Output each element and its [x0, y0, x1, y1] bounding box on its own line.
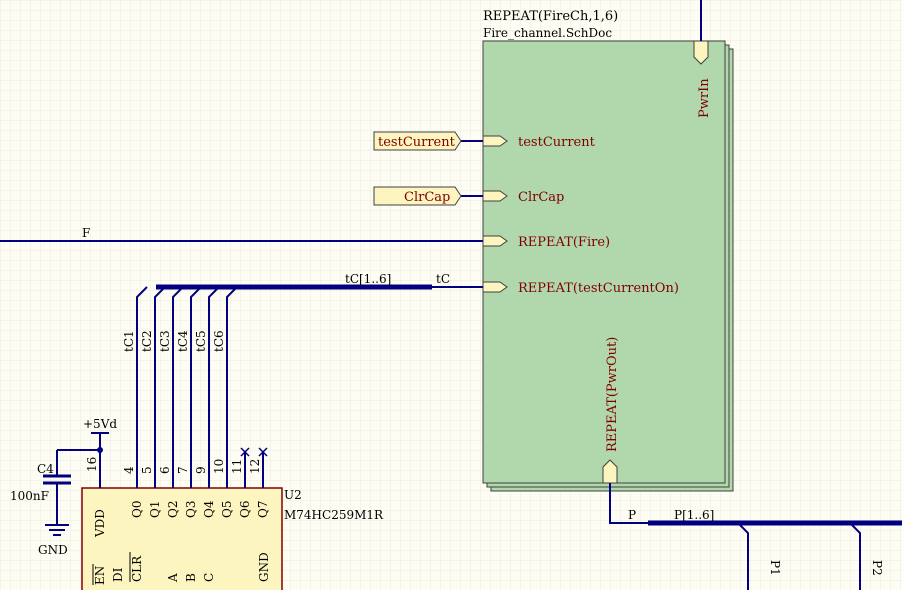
- sheet-entry-clrcap[interactable]: [482, 190, 508, 202]
- net-label-p[interactable]: P: [628, 508, 636, 522]
- sheet-filename[interactable]: Fire_channel.SchDoc: [483, 26, 612, 40]
- ic-pin-name-vdd: VDD: [93, 509, 107, 538]
- port-testcurrent-label: testCurrent: [378, 135, 456, 150]
- ic-pin-number-9: 9: [194, 466, 208, 474]
- net-label-p2[interactable]: P2: [870, 560, 884, 576]
- ic-pin-number-16: 16: [85, 457, 99, 472]
- capacitor-value[interactable]: 100nF: [10, 489, 49, 503]
- sheet-entry-fire-label: REPEAT(Fire): [518, 235, 610, 250]
- wire-p1[interactable]: [737, 522, 749, 590]
- ic-u2-body[interactable]: [81, 487, 283, 590]
- net-label-tc5[interactable]: tC5: [194, 330, 208, 352]
- ground-label: GND: [38, 543, 68, 557]
- capacitor-designator[interactable]: C4: [37, 462, 54, 476]
- port-testcurrent[interactable]: [373, 131, 462, 151]
- net-label-tc4[interactable]: tC4: [176, 330, 190, 352]
- port-clrcap[interactable]: [373, 186, 462, 206]
- no-connect-markers: [240, 447, 268, 457]
- ic-pin-number-7: 7: [176, 466, 190, 474]
- net-label-p1[interactable]: P1: [768, 560, 782, 576]
- sheet-designator[interactable]: REPEAT(FireCh,1,6): [483, 9, 618, 24]
- ic-pin-number-5: 5: [140, 466, 154, 474]
- capacitor-c4[interactable]: [43, 450, 71, 525]
- sheet-entry-testcurrent[interactable]: [482, 135, 508, 147]
- net-label-tc2[interactable]: tC2: [140, 330, 154, 352]
- ic-pin-name-en: EN: [93, 566, 107, 585]
- wire-tc4[interactable]: [190, 286, 202, 480]
- sheet-entry-pwrin-label: PwrIn: [697, 78, 712, 118]
- sheet-body[interactable]: [482, 40, 726, 484]
- net-label-tc[interactable]: tC: [436, 272, 450, 286]
- ic-pin-name-q0: Q0: [130, 501, 144, 518]
- wire-p[interactable]: [609, 483, 648, 524]
- net-label-tc1[interactable]: tC1: [122, 330, 136, 352]
- ic-pin-name-q2: Q2: [166, 501, 180, 518]
- ic-pin-name-c: C: [202, 573, 216, 582]
- ic-pin-name-gnd: GND: [257, 552, 271, 582]
- ic-pin-name-q1: Q1: [148, 501, 162, 518]
- ic-part-number[interactable]: M74HC259M1R: [284, 508, 384, 522]
- ic-pin-name-q3: Q3: [184, 501, 198, 518]
- wire-tc2[interactable]: [154, 286, 166, 480]
- sheet-entry-pwrout-label: REPEAT(PwrOut): [605, 337, 620, 452]
- sheet-entry-testcurrenton-label: REPEAT(testCurrentOn): [518, 281, 679, 296]
- sheet-entry-testcurrenton[interactable]: [482, 281, 508, 293]
- ic-pin-name-q6: Q6: [238, 501, 252, 518]
- power-label-vdd: +5Vd: [83, 417, 117, 431]
- ic-pin-name-q5: Q5: [220, 501, 234, 518]
- port-clrcap-label: ClrCap: [404, 190, 450, 205]
- ic-pin-name-clr: CLR: [130, 555, 144, 582]
- ic-pin-number-4: 4: [122, 466, 136, 474]
- sheet-entry-pwrin[interactable]: [693, 40, 709, 65]
- wire-p2[interactable]: [849, 522, 861, 590]
- net-label-f[interactable]: F: [82, 226, 90, 240]
- ic-pin-number-12: 12: [248, 459, 262, 474]
- ic-pin-name-di: DI: [111, 567, 125, 582]
- net-label-tc-bus[interactable]: tC[1..6]: [345, 272, 391, 286]
- net-label-tc3[interactable]: tC3: [158, 330, 172, 352]
- wire-tc5[interactable]: [208, 286, 220, 480]
- ic-pin-name-q7: Q7: [256, 501, 270, 518]
- ic-pin-number-11: 11: [230, 459, 244, 474]
- sheet-entry-fire[interactable]: [482, 235, 508, 247]
- ground-symbol[interactable]: [45, 524, 69, 536]
- sheet-entry-pwrout[interactable]: [602, 459, 618, 484]
- wire-tc1[interactable]: [136, 286, 148, 480]
- net-label-p-bus[interactable]: P[1..6]: [674, 508, 714, 522]
- sheet-symbol[interactable]: [482, 40, 734, 492]
- ic-designator[interactable]: U2: [284, 488, 302, 502]
- ic-pin-name-q4: Q4: [202, 500, 216, 518]
- ic-pin-number-6: 6: [158, 466, 172, 474]
- sheet-entry-testcurrent-label: testCurrent: [518, 135, 596, 150]
- wire-tc6[interactable]: [226, 286, 238, 480]
- ic-pin-name-a: A: [166, 573, 180, 583]
- net-label-tc6[interactable]: tC6: [212, 330, 226, 352]
- ic-pin-name-b: B: [184, 573, 198, 582]
- sheet-entry-clrcap-label: ClrCap: [518, 190, 564, 205]
- ic-pin-number-10: 10: [212, 459, 226, 474]
- wire-tc3[interactable]: [172, 286, 184, 480]
